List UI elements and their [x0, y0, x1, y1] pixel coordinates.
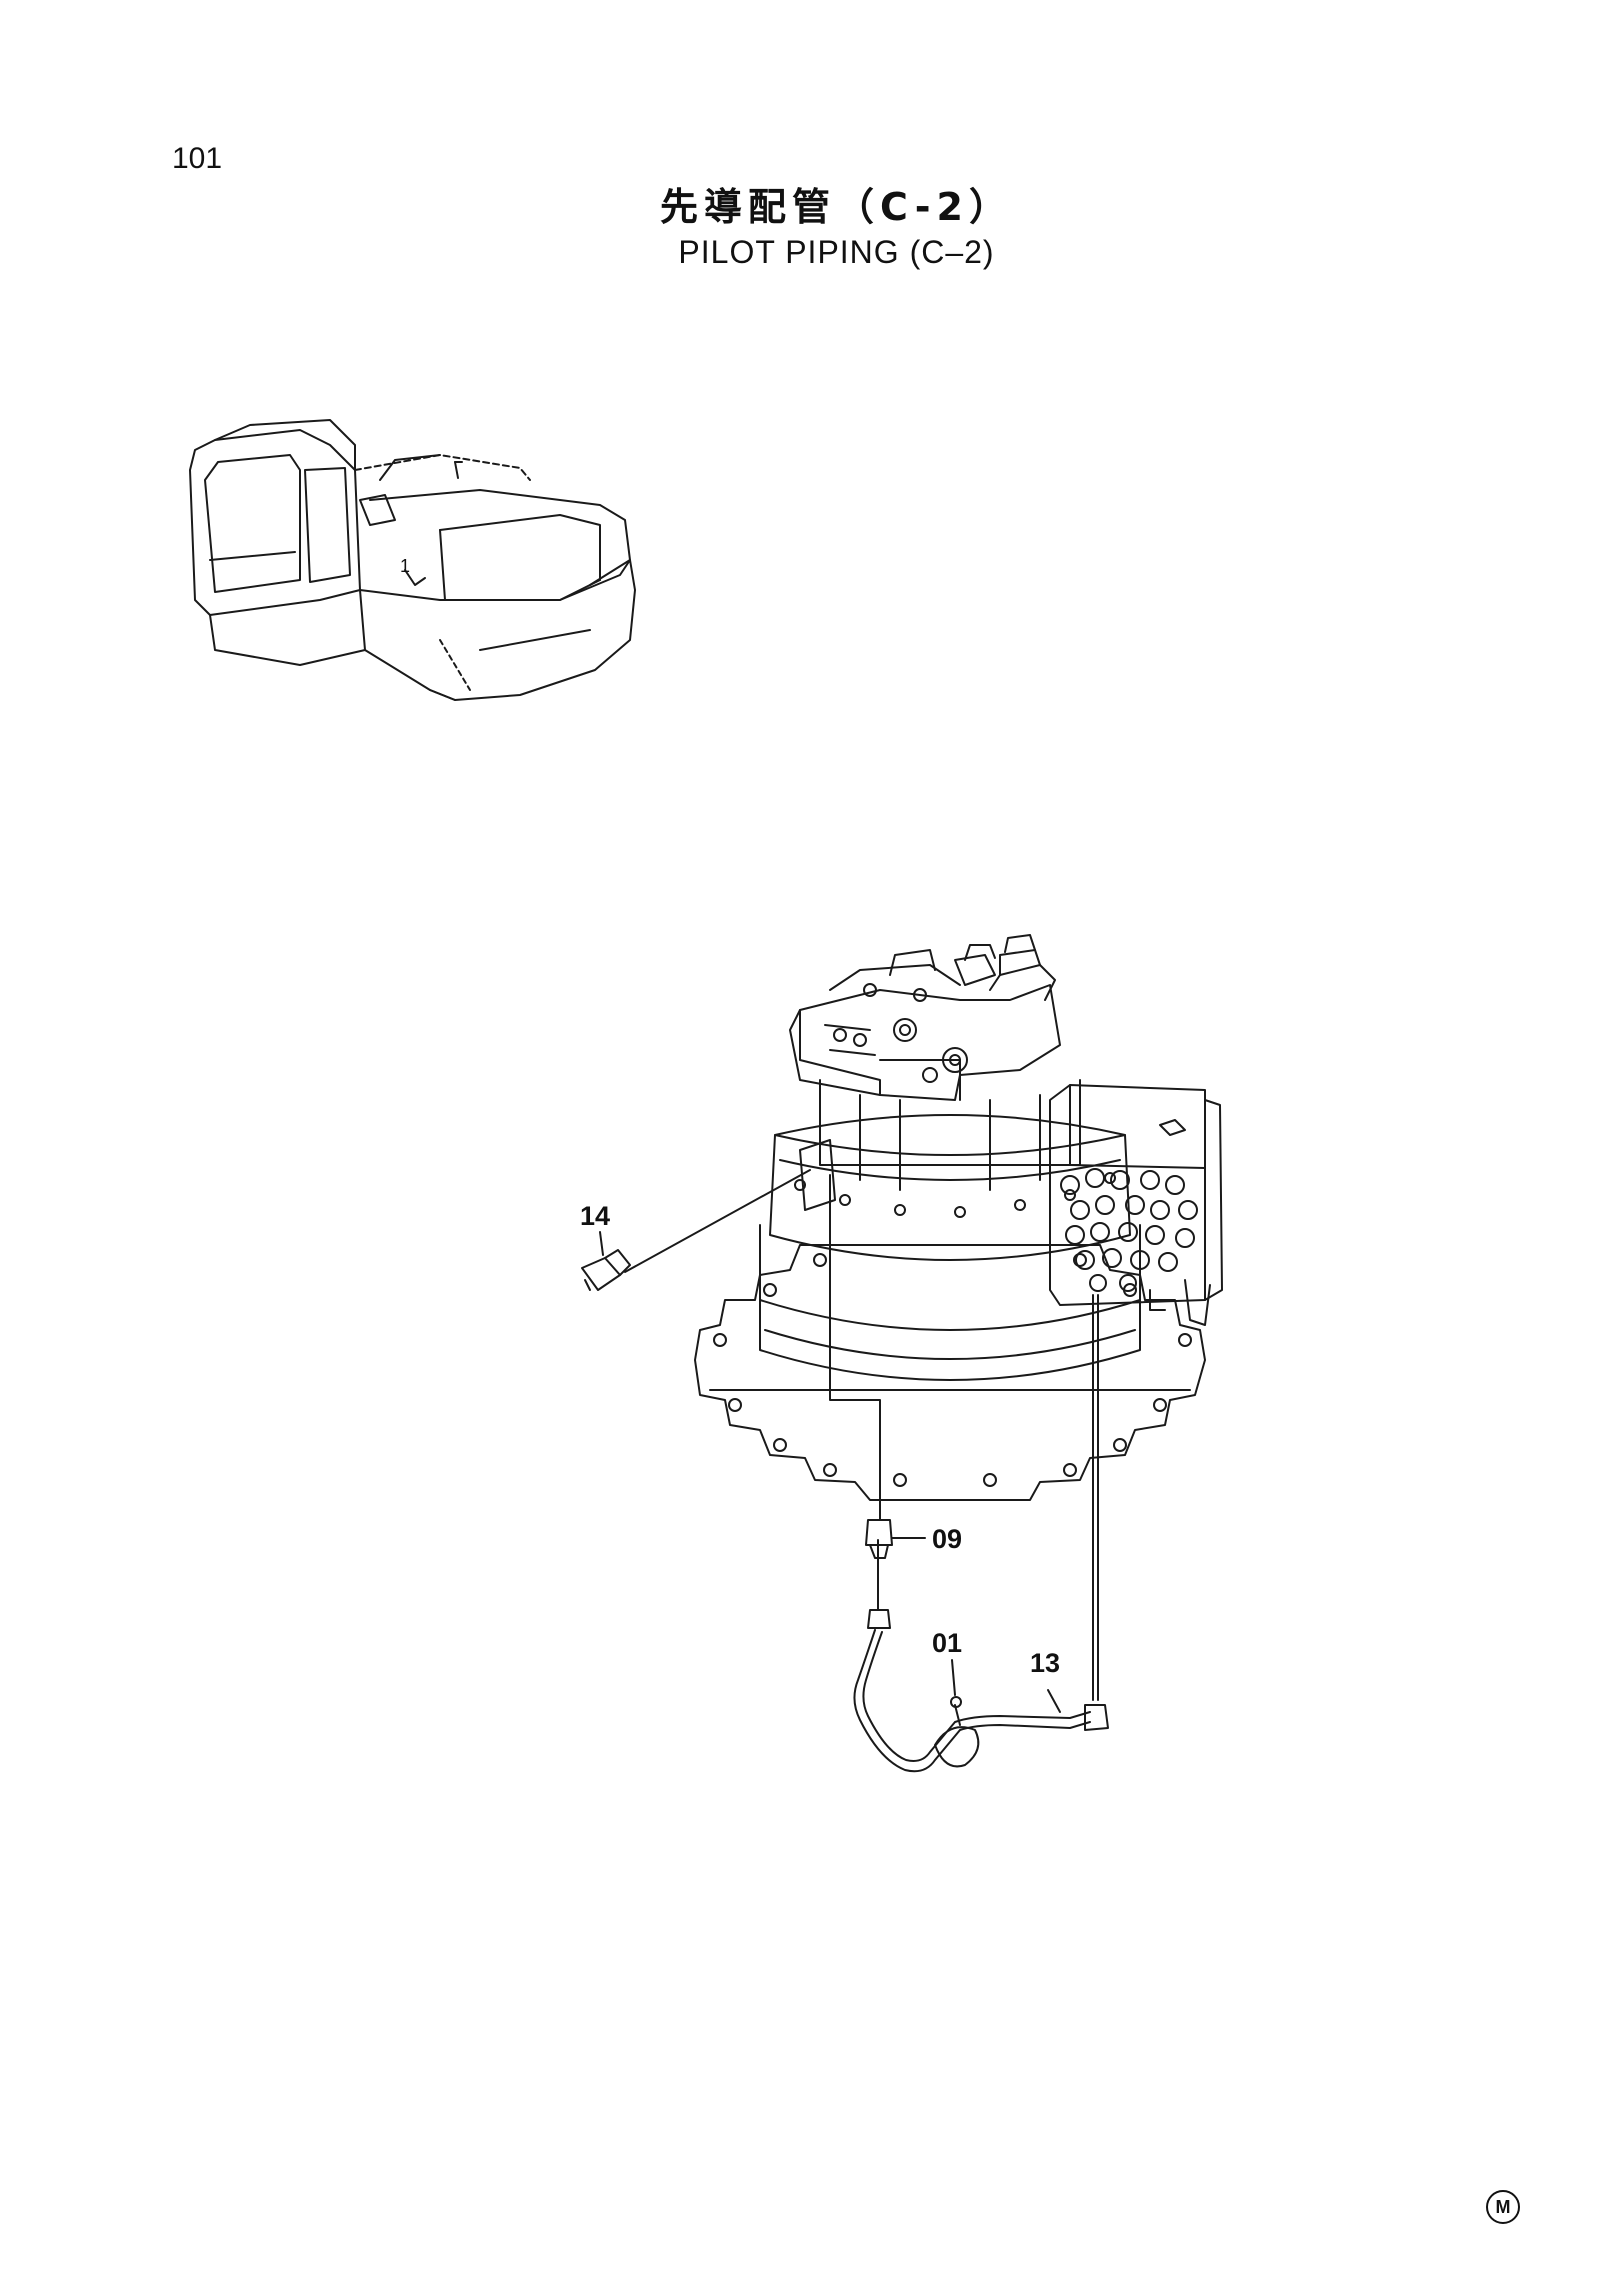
callout-14: 14 [580, 1201, 610, 1231]
drum-bolts [794, 1172, 1116, 1218]
pilot-piping [624, 1169, 1109, 1773]
part-14-fitting [581, 1249, 631, 1291]
flange-bolt-holes [713, 1253, 1192, 1487]
page-number: 101 [172, 142, 223, 175]
manufacturer-mark: M [1486, 2190, 1520, 2224]
locator-label: 1 [400, 556, 410, 576]
control-valve-block [1049, 1084, 1223, 1326]
callout-09: 09 [932, 1524, 962, 1554]
callout-01: 01 [932, 1628, 962, 1658]
swing-motor-assembly [694, 934, 1206, 1501]
leader-01 [951, 1659, 956, 1696]
valve-ports [1060, 1168, 1198, 1292]
leader-14 [599, 1231, 604, 1256]
title-english: PILOT PIPING (C–2) [678, 234, 995, 270]
title-japanese: 先導配管（C-2） [660, 185, 1013, 229]
callout-13: 13 [1030, 1648, 1060, 1678]
excavator-locator-illustration [189, 419, 636, 701]
leader-13 [1047, 1689, 1061, 1713]
